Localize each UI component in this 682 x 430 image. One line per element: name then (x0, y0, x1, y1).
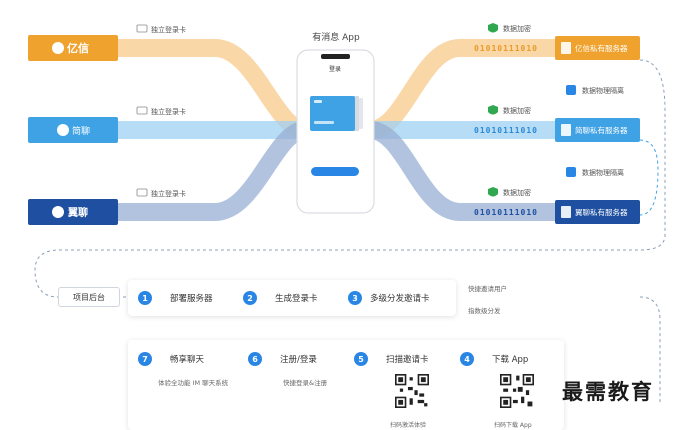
client-jianliao-name: 简聊 (72, 125, 90, 137)
encrypt-jianliao: 数据加密 01010111010 (474, 105, 538, 135)
band-left-yixin (118, 39, 307, 139)
client-yixin-name: 亿信 (67, 41, 89, 55)
backend-steps-card: 1 部署服务器 2 生成登录卡 3 多级分发邀请卡 (128, 280, 456, 316)
svg-text:数据加密: 数据加密 (503, 106, 531, 115)
svg-text:翼聊私有服务器: 翼聊私有服务器 (575, 207, 628, 217)
card-note-1: 独立登录卡 (136, 24, 186, 34)
server-icon (561, 42, 571, 54)
phone-caption: 有消息 App (312, 31, 360, 43)
isolation-icon (566, 167, 576, 177)
backend-connector (34, 59, 666, 298)
band-right-yiliao (368, 121, 555, 221)
invite-qr-code (395, 374, 429, 408)
client-jianliao: 简聊 (28, 117, 118, 143)
server-jianliao: 简聊私有服务器 (555, 118, 640, 142)
shield-check-icon (488, 187, 498, 197)
app-step-5: 5 扫描邀请卡 (354, 352, 429, 366)
svg-text:数据加密: 数据加密 (503, 24, 531, 33)
phone-screen-title: 登录 (329, 65, 341, 73)
side-note-distribute: 指数级分发 (468, 307, 501, 315)
band-right-yixin (368, 39, 555, 139)
phone-login-button[interactable] (311, 167, 359, 176)
download-qr-code (500, 374, 534, 408)
client-yiliao: 翼聊 (28, 199, 118, 225)
yixin-logo-icon (52, 42, 64, 54)
card-stack (354, 96, 359, 131)
backend-step-3: 3 多级分发邀请卡 (348, 291, 430, 305)
appflow-connector (639, 296, 661, 405)
isolation-note-1: 数据物理隔离 (566, 85, 624, 95)
svg-text:01010111010: 01010111010 (474, 208, 538, 217)
svg-text:亿信私有服务器: 亿信私有服务器 (575, 43, 628, 53)
svg-text:01010111010: 01010111010 (474, 44, 538, 53)
app-step-6: 6 注册/登录 (248, 352, 317, 366)
card-icon (136, 24, 148, 33)
app-step-4: 4 下载 App (460, 352, 528, 366)
svg-text:数据物理隔离: 数据物理隔离 (582, 168, 624, 177)
svg-text:数据加密: 数据加密 (503, 188, 531, 197)
shield-check-icon (488, 23, 498, 33)
encrypt-yixin: 数据加密 01010111010 (474, 23, 538, 53)
backend-label: 项目后台 (58, 287, 120, 307)
backend-step-2: 2 生成登录卡 (243, 291, 318, 305)
server-icon (561, 206, 571, 218)
backend-step-1: 1 部署服务器 (138, 291, 213, 305)
card-icon (136, 106, 148, 115)
encrypt-yiliao: 数据加密 01010111010 (474, 187, 538, 217)
card-note-2: 独立登录卡 (136, 106, 186, 116)
server-yixin: 亿信私有服务器 (555, 36, 640, 60)
isolation-icon (566, 85, 576, 95)
svg-text:独立登录卡: 独立登录卡 (151, 25, 186, 34)
band-left-yiliao (118, 121, 307, 221)
server-link-connector (639, 139, 659, 216)
watermark-text: 最需教育 (562, 379, 654, 404)
svg-text:01010111010: 01010111010 (474, 126, 538, 135)
server-yiliao: 翼聊私有服务器 (555, 200, 640, 224)
client-yiliao-name: 翼聊 (67, 206, 88, 219)
card-stack (359, 98, 363, 129)
phone-notch (321, 54, 350, 59)
app-flow-card: 7 畅享聊天 体验全功能 IM 聊天系统 6 注册/登录 快捷登录&注册 5 扫… (128, 340, 564, 430)
shield-check-icon (488, 105, 498, 115)
svg-text:独立登录卡: 独立登录卡 (151, 189, 186, 198)
svg-text:数据物理隔离: 数据物理隔离 (582, 86, 624, 95)
side-note-invite: 快捷邀请用户 (468, 285, 507, 293)
svg-text:简聊私有服务器: 简聊私有服务器 (575, 125, 628, 135)
card-icon (136, 188, 148, 197)
isolation-note-2: 数据物理隔离 (566, 167, 624, 177)
app-step-7: 7 畅享聊天 (138, 352, 204, 366)
phone-mockup: 登录 (296, 49, 375, 214)
card-note-3: 独立登录卡 (136, 188, 186, 198)
client-yixin: 亿信 (28, 35, 118, 61)
svg-text:独立登录卡: 独立登录卡 (151, 107, 186, 116)
yiliao-logo-icon (52, 206, 64, 218)
jianliao-logo-icon (57, 124, 69, 136)
server-icon (561, 124, 571, 136)
